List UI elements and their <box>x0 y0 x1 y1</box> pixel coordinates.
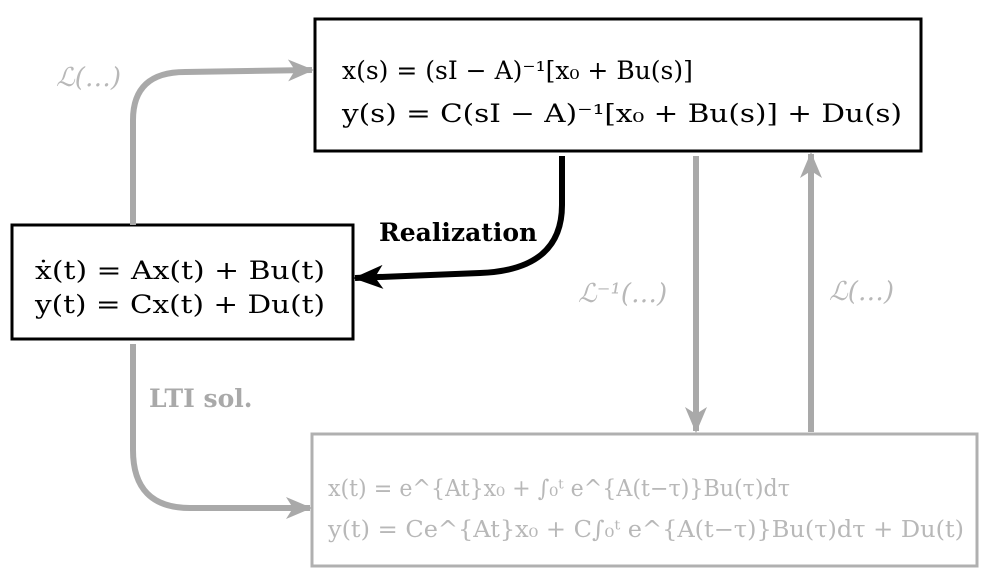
laplace-label-left: ℒ(…) <box>56 63 121 93</box>
lti-solution-arrow <box>130 344 312 519</box>
laplace-domain-box <box>313 17 923 153</box>
state-equation: ẋ(t) = Ax(t) + Bu(t) <box>35 256 325 285</box>
output-equation: y(t) = Cx(t) + Du(t) <box>34 290 325 319</box>
time-solution-box <box>310 432 979 568</box>
laplace-label-right: ℒ(…) <box>829 277 894 307</box>
lti-solution-label: LTI sol. <box>149 384 253 413</box>
state-space-box <box>10 223 355 341</box>
laplace-transform-arrow-left <box>130 59 314 225</box>
inverse-laplace-label: ℒ⁻¹(…) <box>578 279 667 309</box>
realization-label: Realization <box>379 218 537 247</box>
realization-arrow <box>353 156 565 289</box>
laplace-equation-x: x(s) = (sI − A)⁻¹[x₀ + Bu(s)] <box>342 56 693 85</box>
laplace-equation-y: y(s) = C(sI − A)⁻¹[x₀ + Bu(s)] + Du(s) <box>341 99 902 128</box>
time-solution-y: y(t) = Ce^{At}x₀ + C∫₀ᵗ e^{A(t−τ)}Bu(τ)d… <box>327 517 964 543</box>
time-solution-x: x(t) = e^{At}x₀ + ∫₀ᵗ e^{A(t−τ)}Bu(τ)dτ <box>328 476 790 502</box>
